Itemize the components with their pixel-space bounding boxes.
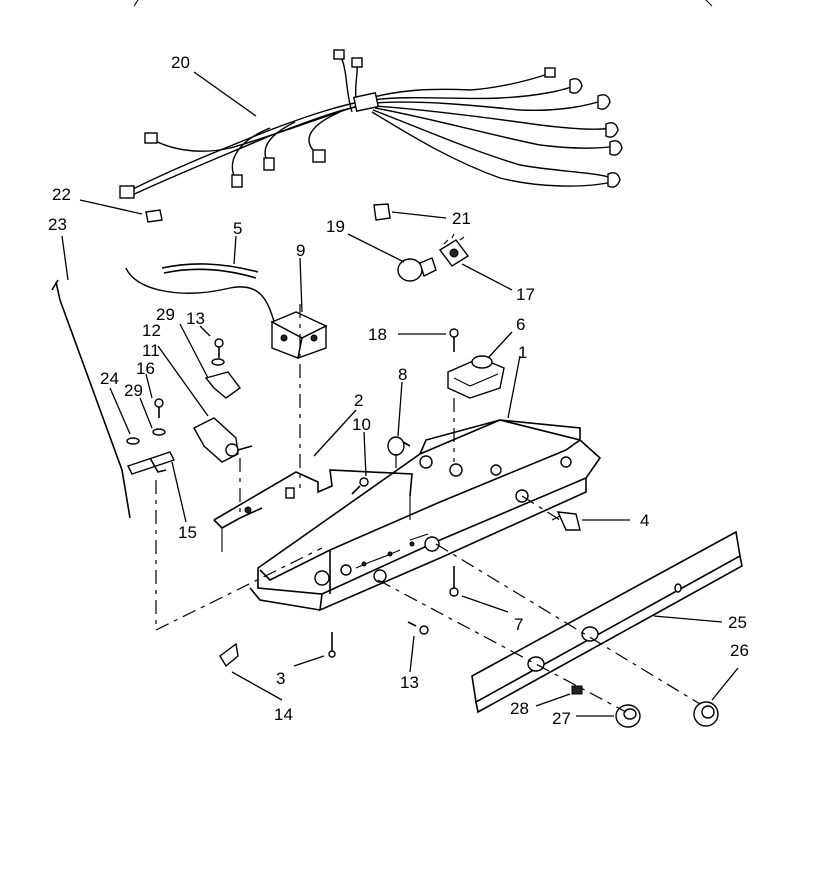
clip-22 <box>145 209 163 223</box>
screw-13-upper <box>214 338 224 358</box>
relay-9 <box>270 311 328 360</box>
screw-16 <box>154 398 164 418</box>
light-bulb-19 <box>397 257 437 282</box>
callout-17: 17 <box>516 285 535 304</box>
rod-23 <box>55 281 131 519</box>
washer-29-lower <box>152 428 166 436</box>
callout-14: 14 <box>274 705 293 724</box>
insert-28 <box>571 685 583 695</box>
clip-14 <box>219 642 239 668</box>
callout-10: 10 <box>352 415 371 434</box>
callout-15: 15 <box>178 523 197 542</box>
callout-29-upper: 29 <box>156 305 175 324</box>
screw-13-lower <box>407 621 429 635</box>
control-housing-1 <box>249 419 602 612</box>
callout-20: 20 <box>171 53 190 72</box>
tube-5 <box>161 263 259 279</box>
callout-23: 23 <box>48 215 67 234</box>
callout-11: 11 <box>142 341 160 360</box>
callout-29-lower: 29 <box>124 381 143 400</box>
washer-29-upper <box>211 358 225 366</box>
callout-3: 3 <box>276 669 285 688</box>
callout-18: 18 <box>368 325 387 344</box>
light-socket-17 <box>438 233 470 267</box>
callout-12: 12 <box>142 321 161 340</box>
knob-8 <box>387 436 411 456</box>
callout-2: 2 <box>354 391 363 410</box>
callout-6: 6 <box>516 315 525 334</box>
callout-26: 26 <box>730 641 749 660</box>
callout-5: 5 <box>233 219 242 238</box>
callout-labels: 20 22 23 5 9 19 21 17 18 6 1 8 2 10 29 1… <box>48 53 749 728</box>
callout-24: 24 <box>100 369 119 388</box>
callout-28: 28 <box>510 699 529 718</box>
callout-9: 9 <box>296 241 305 260</box>
washer-24 <box>126 437 140 445</box>
screw-3 <box>328 632 336 658</box>
callout-7: 7 <box>514 615 523 634</box>
leader-lines <box>61 71 739 717</box>
screw-7 <box>449 566 459 597</box>
callout-25: 25 <box>728 613 747 632</box>
knob-26 <box>693 701 719 727</box>
callout-13-upper: 13 <box>186 309 205 328</box>
callout-16: 16 <box>136 359 155 378</box>
callout-27: 27 <box>552 709 571 728</box>
timer-6 <box>447 355 505 399</box>
bracket-2 <box>213 469 413 552</box>
retainer-21 <box>373 203 391 221</box>
callout-22: 22 <box>52 185 71 204</box>
top-edge-marks <box>133 0 713 7</box>
screw-18 <box>449 328 459 352</box>
relay-wire <box>125 267 276 326</box>
screw-10 <box>351 477 369 495</box>
clip-4 <box>556 511 581 531</box>
bracket-15 <box>127 451 175 475</box>
callout-13-lower: 13 <box>400 673 419 692</box>
callout-19: 19 <box>326 217 345 236</box>
bracket-12 <box>204 371 241 399</box>
control-panel-25 <box>471 530 743 714</box>
callout-8: 8 <box>398 365 407 384</box>
wiring-harness <box>119 49 623 199</box>
thermostat-11 <box>193 417 253 463</box>
callout-21: 21 <box>452 209 471 228</box>
callout-1: 1 <box>518 343 527 362</box>
assembly-lines <box>155 304 701 713</box>
callout-4: 4 <box>640 511 649 530</box>
